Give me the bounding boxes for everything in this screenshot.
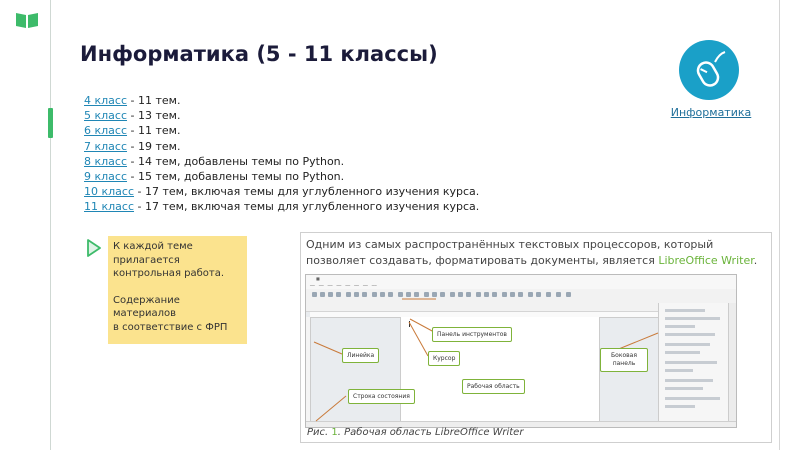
grade-desc: - 15 тем, добавлены темы по Python.: [127, 170, 345, 184]
writer-toolbar: [306, 289, 736, 304]
figure-description: Одним из самых распространённых текстовы…: [306, 237, 768, 269]
grade-item: 9 класс - 15 тем, добавлены темы по Pyth…: [84, 169, 479, 184]
grade-desc: - 11 тем.: [127, 94, 181, 107]
info-note: К каждой теме прилагается контрольная ра…: [108, 236, 247, 344]
right-border-line: [779, 0, 780, 450]
grade-link[interactable]: 11 класс: [84, 200, 135, 214]
figure-text-main: Одним из самых распространённых текстовы…: [306, 238, 714, 267]
grade-desc: - 17 тем, включая темы для углубленного …: [134, 185, 480, 199]
grade-desc: - 19 тем.: [127, 139, 181, 153]
grade-link[interactable]: 4 класс: [84, 94, 128, 107]
callout-sidebar: Боковая панель: [600, 348, 648, 372]
grade-item: 11 класс - 17 тем, включая темы для углу…: [84, 199, 479, 214]
caption-number: 1: [331, 427, 338, 438]
page-title: Информатика (5 - 11 классы): [80, 42, 438, 66]
grade-link[interactable]: 9 класс: [84, 170, 128, 184]
caption-text: . Рабочая область LibreOffice Writer: [337, 427, 524, 438]
writer-statusbar: [306, 421, 736, 427]
open-book-icon: [16, 13, 38, 28]
subject-link[interactable]: Информатика: [670, 106, 752, 119]
left-rail-accent: [48, 108, 53, 138]
callout-workspace: Рабочая область: [462, 379, 525, 394]
writer-vertical-ruler: [306, 317, 311, 421]
grade-desc: - 14 тем, добавлены темы по Python.: [127, 154, 345, 168]
note-control-work: К каждой теме прилагается контрольная ра…: [113, 241, 225, 279]
grade-link[interactable]: 7 класс: [84, 139, 128, 153]
grade-item: 7 класс - 19 тем.: [84, 139, 479, 154]
writer-text-cursor: [409, 321, 410, 327]
callout-arrows: [313, 298, 659, 422]
grade-item: 4 класс - 11 тем.: [84, 93, 479, 108]
figure-caption: Рис. 1. Рабочая область LibreOffice Writ…: [307, 427, 523, 438]
grade-item: 5 класс - 13 тем.: [84, 108, 479, 123]
grade-link[interactable]: 5 класс: [84, 109, 128, 123]
writer-menubar: ────────────────: [306, 283, 736, 289]
grade-item: 6 класс - 11 тем.: [84, 123, 479, 138]
grade-item: 8 класс - 14 тем, добавлены темы по Pyth…: [84, 154, 479, 169]
note-materials: Содержание материалов в соответствие с Ф…: [113, 294, 228, 333]
writer-sidebar: [658, 303, 729, 421]
writer-sidebar-tabs: [728, 303, 736, 421]
grade-link[interactable]: 8 класс: [84, 154, 128, 168]
left-rail-line: [50, 0, 51, 450]
writer-screenshot: ■ ──────────────── Панель инструмент: [305, 274, 737, 428]
figure-text-end: .: [753, 254, 758, 267]
computer-mouse-icon: [696, 51, 726, 87]
callout-cursor: Курсор: [428, 351, 461, 366]
grade-desc: - 13 тем.: [127, 109, 181, 123]
grade-link[interactable]: 10 класс: [84, 185, 135, 199]
callout-ruler: Линейка: [342, 348, 380, 363]
writer-figure: Одним из самых распространённых текстовы…: [300, 232, 772, 443]
writer-format-bar: [306, 303, 736, 312]
subject-logo[interactable]: [679, 40, 739, 100]
grade-item: 10 класс - 17 тем, включая темы для углу…: [84, 184, 479, 199]
grade-desc: - 11 тем.: [127, 124, 181, 138]
callout-statusbar: Строка состояния: [348, 389, 415, 404]
play-triangle-icon: [87, 239, 101, 257]
callout-toolbar: Панель инструментов: [432, 327, 512, 342]
grade-link[interactable]: 6 класс: [84, 124, 128, 138]
figure-text-accent: LibreOffice Writer: [658, 254, 754, 267]
caption-prefix: Рис.: [307, 427, 332, 438]
grade-desc: - 17 тем, включая темы для углубленного …: [134, 200, 480, 214]
grade-list: 4 класс - 11 тем. 5 класс - 13 тем. 6 кл…: [84, 93, 479, 215]
